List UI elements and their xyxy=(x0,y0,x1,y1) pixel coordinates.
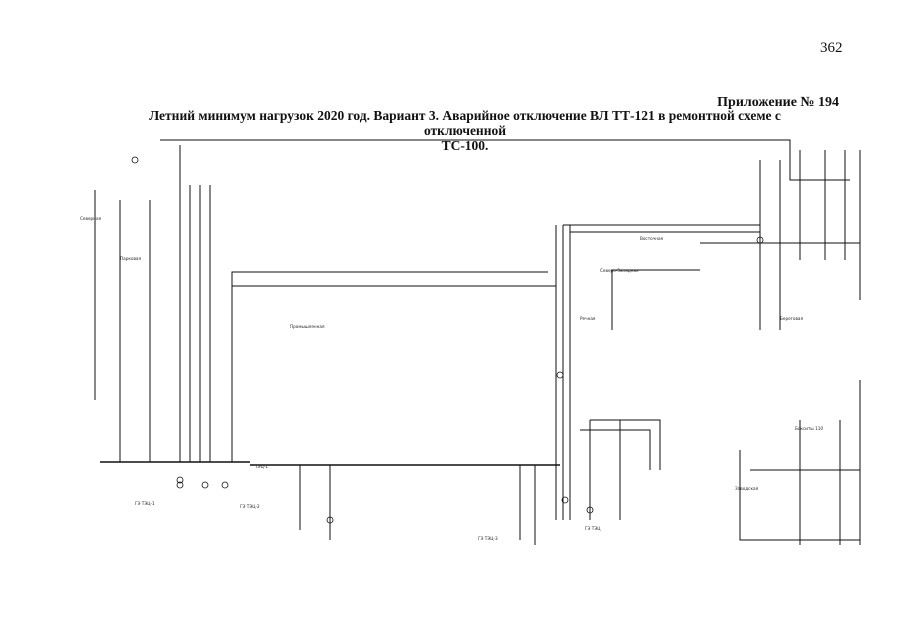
station-label: ГЭ ТЭЦ xyxy=(585,526,601,531)
station-label: ГЭ ТЭЦ-1 xyxy=(135,501,155,506)
transformer-symbol xyxy=(756,236,764,244)
station-label: Промышленная xyxy=(290,324,325,329)
station-label: Береговая xyxy=(780,316,803,321)
transformer-symbol xyxy=(176,476,184,484)
station-label: Парковая xyxy=(120,256,141,261)
transformer-symbol xyxy=(586,506,594,514)
station-label: ГЭ ТЭЦ-3 xyxy=(478,536,498,541)
lower-right-loop xyxy=(580,429,651,470)
transformer-symbol xyxy=(131,156,139,164)
transformer-symbol xyxy=(326,516,334,524)
transformer-symbol xyxy=(176,481,184,489)
station-label: Восточная xyxy=(640,236,664,241)
title-line-1: Летний минимум нагрузок 2020 год. Вариан… xyxy=(149,108,781,138)
station-label: Бокситы 110 xyxy=(795,426,823,431)
transformer-symbol xyxy=(556,371,564,379)
station-label: Северная xyxy=(80,216,102,221)
transformer-symbol xyxy=(561,496,569,504)
bottom-right-bus xyxy=(739,450,860,541)
page-title: Летний минимум нагрузок 2020 год. Вариан… xyxy=(110,108,820,153)
page-number: 362 xyxy=(820,40,843,56)
appendix-label: Приложение № 194 xyxy=(717,95,839,110)
station-label: ГЭ ТЭЦ-2 xyxy=(240,504,260,509)
top-feeder-line xyxy=(160,139,850,181)
transformer-symbol xyxy=(221,481,229,489)
title-line-2: ТС-100. xyxy=(441,138,489,153)
right-branch-line xyxy=(611,269,700,286)
transformer-symbol xyxy=(201,481,209,489)
station-label: ТЭЦ-1 xyxy=(254,464,268,469)
central-ring-line xyxy=(231,271,548,462)
lower-right-loop-2 xyxy=(590,419,661,470)
station-label: Заводская xyxy=(735,486,759,491)
station-label: Северо-Западная xyxy=(600,268,639,273)
station-label: Речная xyxy=(580,316,596,321)
